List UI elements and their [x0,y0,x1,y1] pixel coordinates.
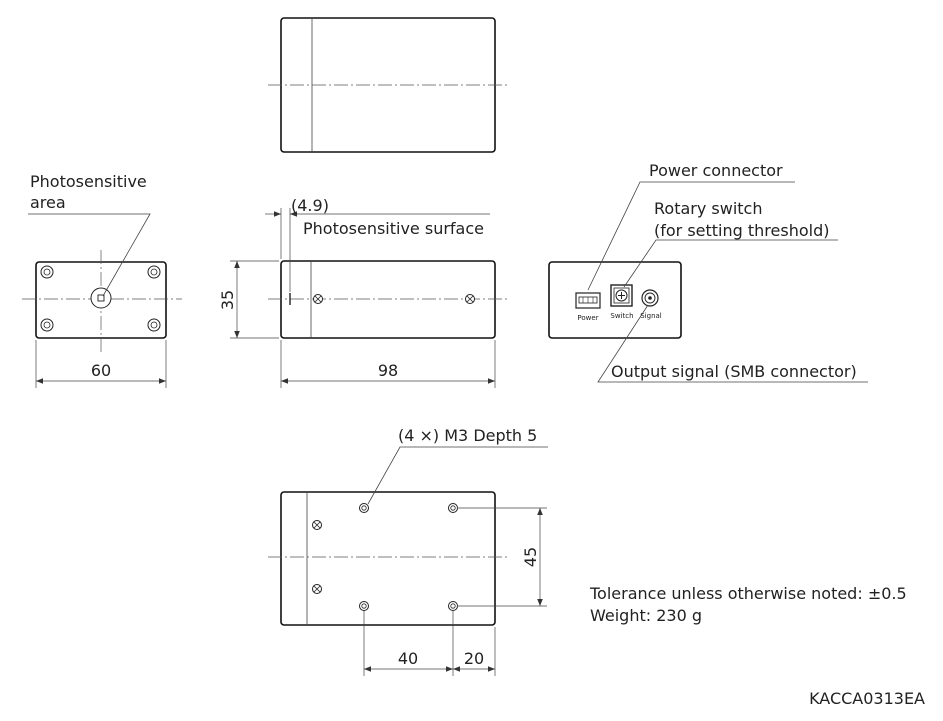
photosensitive-area-square [97,294,105,302]
m3-hole-icon [359,503,369,513]
dim-front-width: 60 [91,361,111,380]
dim-hole-spacing-horizontal: 40 [398,649,418,668]
side-screw-icon [313,294,323,304]
drawing-code: KACCA0313EA [809,689,925,708]
panel-label-power: Power [577,314,598,322]
smb-connector-icon [641,289,659,307]
power-connector-label: Power connector [649,161,783,180]
output-signal-leader [597,304,868,383]
power-connector-leader [587,181,795,291]
dim-hole-spacing-vertical: 45 [521,547,540,567]
rotary-switch-leader [623,239,838,288]
photosensitive-area-label-1: Photosensitive [30,172,147,191]
rotary-switch-icon [610,284,633,307]
dim-offset-label: (4.9) [291,196,329,215]
mount-holes-leader [367,446,548,505]
dim-hole-offset-edge: 20 [464,649,484,668]
photosensitive-area-leader [28,213,151,297]
dim-length: 98 [378,361,398,380]
front-screw-icon [40,265,54,279]
rear-view [548,181,868,383]
bottom-view [268,446,548,676]
side-view-body [280,260,496,339]
photosensitive-area-label-2: area [30,193,66,212]
dim-height: 35 [218,290,237,310]
side-view [230,208,510,388]
power-connector-icon [575,292,601,309]
bottom-side-screw-icon [312,520,322,530]
front-screw-icon [147,318,161,332]
side-screw-icon [465,294,475,304]
bottom-side-screw-icon [312,584,322,594]
mount-holes-label: (4 ×) M3 Depth 5 [398,426,537,445]
output-signal-label: Output signal (SMB connector) [611,362,857,381]
rotary-switch-label-1: Rotary switch [654,199,762,218]
front-screw-icon [40,318,54,332]
rotary-switch-label-2: (for setting threshold) [654,221,829,240]
bottom-view-body [280,491,496,626]
m3-hole-icon [448,503,458,513]
m3-hole-icon [359,601,369,611]
front-view [22,213,182,388]
weight-note: Weight: 230 g [590,606,702,625]
tolerance-note: Tolerance unless otherwise noted: ±0.5 [589,584,907,603]
panel-label-signal: Signal [640,312,662,320]
top-view [268,17,510,153]
photosensitive-surface-label: Photosensitive surface [303,219,484,238]
panel-label-switch: Switch [610,312,633,320]
front-screw-icon [147,265,161,279]
m3-hole-icon [448,601,458,611]
